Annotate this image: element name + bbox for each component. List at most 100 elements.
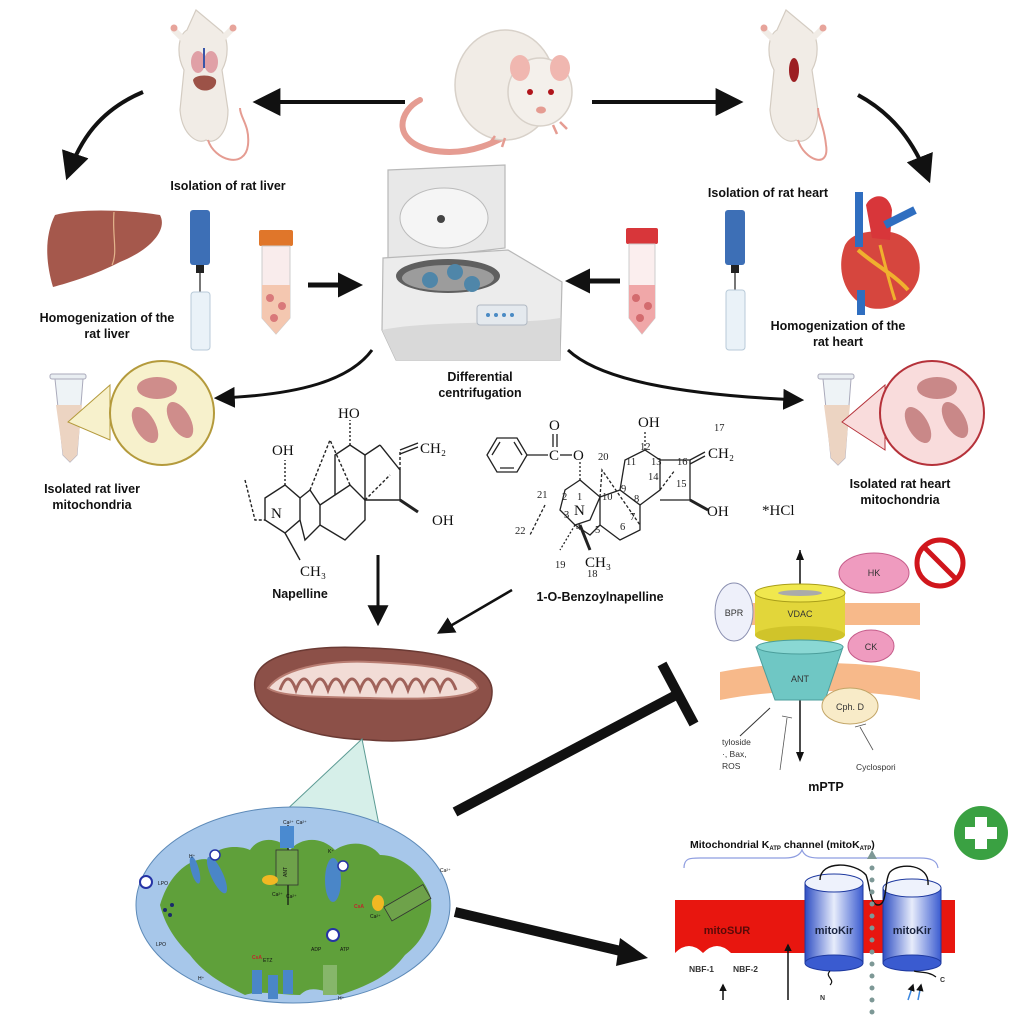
- mitokatp-diagram: [675, 850, 955, 1015]
- benzoyl-o-ester: O: [573, 448, 584, 464]
- detail-ca-5: Ca²⁺: [440, 868, 451, 874]
- arrow-benzoyl-to-mito: [436, 588, 513, 634]
- atom-num: 10: [602, 492, 613, 503]
- atom-num: 12: [640, 442, 651, 453]
- mptp-hk: HK: [868, 568, 881, 578]
- napelline-oh-right: OH: [432, 513, 454, 529]
- falcon-tube-liver: [259, 230, 293, 335]
- atom-num: 2: [562, 492, 567, 503]
- detail-atp: ATP: [340, 947, 350, 953]
- mitokatp-sur: mitoSUR: [704, 925, 751, 937]
- detail-k: K⁺: [328, 849, 334, 855]
- atom-num: 22: [515, 526, 526, 537]
- inhibition-arrow-to-mptp: [452, 661, 699, 817]
- detail-ca-6: Ca²⁺: [370, 914, 381, 920]
- atom-num: 1: [577, 492, 582, 503]
- atom-num: 16: [677, 457, 688, 468]
- benzoyl-c: C: [549, 448, 559, 464]
- mptp-vdac: VDAC: [787, 609, 813, 619]
- benzoyl-salt: *HCl: [762, 503, 795, 519]
- atom-num: 3: [564, 510, 569, 521]
- liver-organ: [47, 210, 162, 287]
- mitokatp-kir-1: mitoKir: [815, 925, 854, 937]
- falcon-tube-heart: [626, 228, 658, 335]
- detail-ca-4: Ca²⁺: [286, 894, 297, 900]
- label-liver-mito-1: Isolated rat liver: [44, 482, 140, 496]
- atom-num: 17: [714, 423, 725, 434]
- atom-num: 5: [595, 525, 600, 536]
- detail-h-3: H⁺: [338, 996, 345, 1002]
- atom-num: 11: [626, 457, 636, 468]
- mptp-bpr: BPR: [725, 608, 744, 618]
- mitokatp-brace: [683, 848, 939, 869]
- benzoyl-o-carbonyl: O: [549, 418, 560, 434]
- heart-mito-tube: [817, 360, 985, 466]
- compound-name-napelline: Napelline: [272, 587, 328, 601]
- detail-lpo-1: LPO: [158, 881, 168, 887]
- detail-h-2: H⁺: [198, 976, 205, 982]
- napelline-ch2: CH₂: [420, 441, 446, 457]
- mitokatp-nbf-2: NBF-2: [733, 964, 758, 974]
- rat-whole: [399, 29, 573, 155]
- arrow-curve-liver-down: [62, 90, 144, 181]
- mitokatp-title-sub: ATP: [769, 846, 781, 852]
- mitokatp-title-mid: channel (mitoK: [781, 839, 860, 851]
- liver-mito-tube: [49, 360, 215, 466]
- mptp-ant: ANT: [791, 674, 810, 684]
- mitokatp-title-prefix: Mitochondrial K: [690, 839, 770, 851]
- benzoylnapelline-structure: [486, 430, 709, 551]
- detail-ca-3: Ca²⁺: [272, 892, 283, 898]
- label-centrifugation-2: centrifugation: [438, 386, 521, 400]
- napelline-structure: [244, 420, 419, 561]
- label-homog-liver-1: Homogenization of the: [40, 311, 175, 325]
- atom-num: 4: [576, 522, 582, 533]
- heart-organ: [841, 192, 920, 315]
- mptp-annot-left-2: ·, Bax,: [722, 749, 747, 759]
- atom-num: 9: [621, 484, 626, 495]
- activation-arrow-to-mitokatp: [453, 907, 648, 966]
- detail-ca-2: Ca²⁺: [296, 820, 307, 826]
- homogenizer-heart: [725, 210, 746, 351]
- atom-num: 18: [587, 569, 598, 580]
- atom-num: 13: [651, 457, 662, 468]
- heart-mito-zoom-circle: [879, 360, 985, 466]
- label-centrifugation-1: Differential: [447, 370, 512, 384]
- atom-numbers: 1 2 3 4 5 6 7 8 9 10 11 12 13 14 15 16 1…: [515, 423, 725, 580]
- mptp-cphd: Cph. D: [836, 702, 865, 712]
- detail-ca-1: Ca²⁺: [283, 820, 294, 826]
- homogenizer-liver: [190, 210, 211, 351]
- benzoyl-ch3: CH₃: [585, 555, 611, 571]
- mitokatp-title-suffix: ): [871, 839, 875, 851]
- label-heart-mito-1: Isolated rat heart: [850, 477, 952, 491]
- detail-ant-label: ANT: [283, 867, 289, 877]
- label-heart-mito-2: mitochondria: [860, 493, 940, 507]
- benzoyl-oh-right: OH: [707, 504, 729, 520]
- mitokatp-kir-2: mitoKir: [893, 925, 932, 937]
- label-homog-liver-2: rat liver: [84, 327, 129, 341]
- atom-num: 14: [648, 472, 659, 483]
- atom-num: 19: [555, 560, 566, 571]
- label-homog-heart-2: rat heart: [813, 335, 864, 349]
- liver-mito-zoom-circle: [109, 360, 215, 466]
- mitokatp-title-sub2: ATP: [860, 846, 872, 852]
- mitokatp-nbf-1: NBF-1: [689, 964, 714, 974]
- detail-csa-2: CsA: [354, 904, 364, 910]
- atom-num: 15: [676, 479, 687, 490]
- mitokatp-title: Mitochondrial KATP channel (mitoKATP): [690, 839, 875, 852]
- centrifuge: [381, 164, 563, 361]
- mptp-annot-right: Cyclospori: [856, 762, 896, 772]
- mito-detail-illustration: ANT LPO LPO Ca²⁺ Ca²⁺ Ca²⁺ Ca²⁺ Ca²⁺ Ca²…: [135, 806, 451, 1004]
- napelline-n: N: [271, 506, 282, 522]
- mptp-ck: CK: [865, 642, 878, 652]
- napelline-ch3: CH₃: [300, 564, 326, 580]
- mptp-title: mPTP: [808, 780, 843, 794]
- compound-name-benzoylnapelline: 1-O-Benzoylnapelline: [536, 590, 663, 604]
- atom-num: 20: [598, 452, 609, 463]
- label-isolation-heart: Isolation of rat heart: [708, 186, 829, 200]
- label-isolation-liver: Isolation of rat liver: [170, 179, 285, 193]
- atom-num: 21: [537, 490, 548, 501]
- detail-h-1: H⁺: [189, 854, 196, 860]
- arrow-centrifuge-to-liver-mito: [213, 349, 374, 408]
- benzoyl-n: N: [574, 503, 585, 519]
